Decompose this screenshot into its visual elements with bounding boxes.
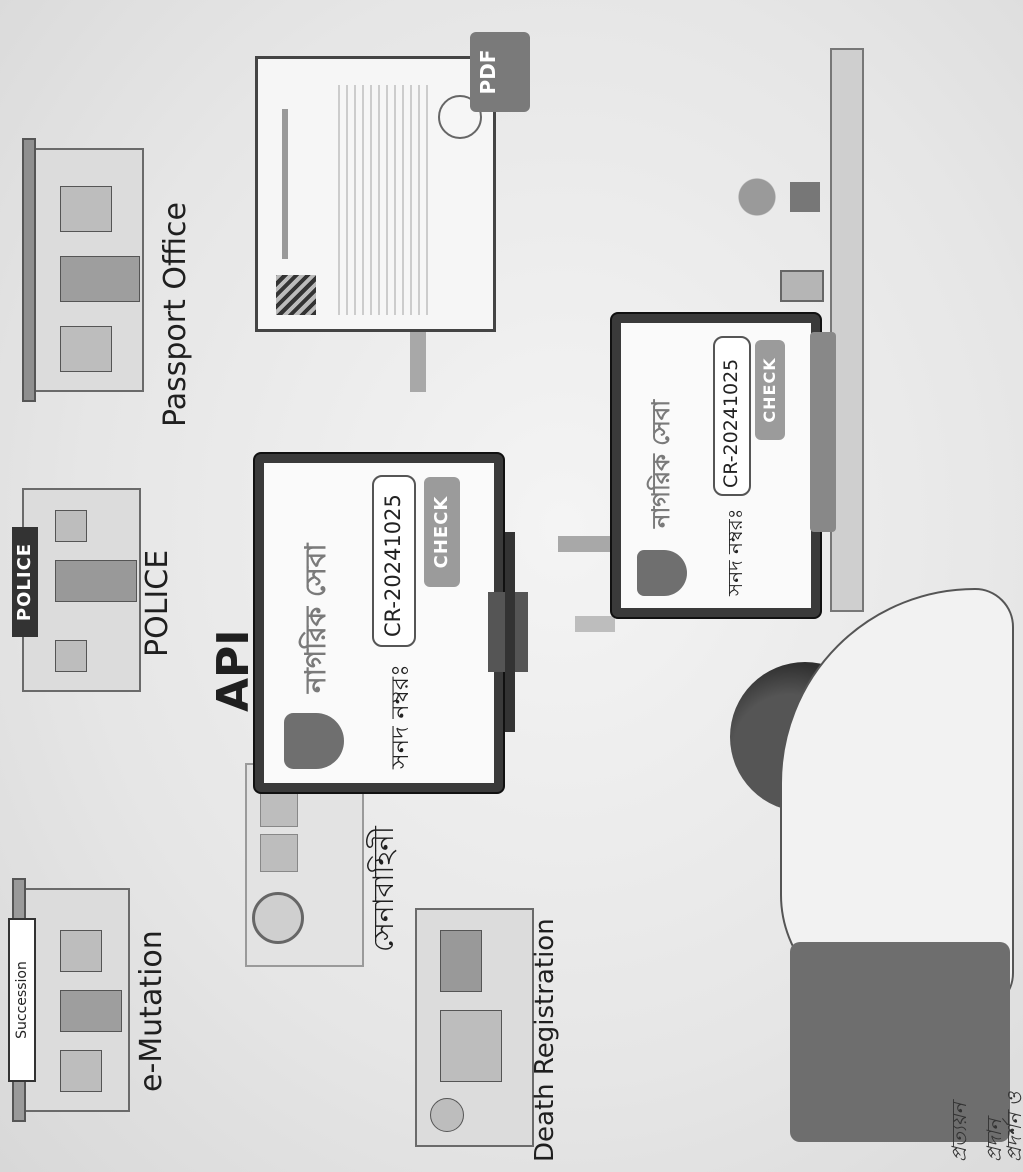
main-monitor-base bbox=[505, 532, 515, 732]
keyboard bbox=[810, 332, 836, 532]
user-shield-check-icon bbox=[637, 550, 687, 596]
pdf-badge: PDF bbox=[476, 32, 500, 112]
qr-code-icon bbox=[276, 275, 316, 315]
user-monitor: নাগরিক সেবা সনদ নম্বরঃ CR-20241025 CHECK bbox=[612, 314, 820, 617]
main-monitor: নাগরিক সেবা সনদ নম্বরঃ CR-20241025 CHECK bbox=[255, 454, 503, 792]
army-emblem-icon bbox=[252, 892, 304, 944]
police-caption: POLICE bbox=[140, 550, 175, 657]
pdf-download-icon[interactable]: PDF bbox=[470, 32, 530, 112]
main-monitor-check-button[interactable]: CHECK bbox=[424, 477, 460, 587]
e-mutation-caption: e-Mutation bbox=[134, 930, 169, 1092]
api-label: API bbox=[208, 629, 259, 712]
main-monitor-field-label: সনদ নম্বরঃ bbox=[382, 664, 422, 769]
certificate-document bbox=[255, 56, 496, 332]
passport-caption: Passport Office bbox=[158, 202, 193, 427]
user-monitor-check-button[interactable]: CHECK bbox=[755, 340, 785, 440]
army-caption: সেনাবাহিনী bbox=[362, 826, 409, 952]
user-monitor-field[interactable]: CR-20241025 bbox=[713, 336, 751, 496]
user-monitor-field-value: CR-20241025 bbox=[720, 359, 742, 488]
margin-note-1: প্রত্যয়ন bbox=[945, 1103, 978, 1162]
succession-sign: Succession bbox=[8, 918, 36, 1082]
shield-check-icon bbox=[284, 713, 344, 769]
main-monitor-title: নাগরিক সেবা bbox=[294, 544, 341, 694]
arrow-from-user-monitor bbox=[575, 616, 615, 632]
main-monitor-field[interactable]: CR-20241025 bbox=[372, 475, 416, 647]
margin-note-3: প্রদর্শন ও bbox=[1000, 1092, 1023, 1162]
plant-icon bbox=[730, 172, 820, 222]
pen-holder-icon bbox=[780, 270, 824, 302]
arrow-to-document bbox=[410, 332, 426, 392]
death-registration-caption: Death Registration bbox=[530, 918, 560, 1162]
user-monitor-title: নাগরিক সেবা bbox=[643, 400, 683, 528]
police-sign: POLICE bbox=[12, 527, 38, 637]
arrow-to-user-monitor bbox=[558, 536, 618, 552]
user-monitor-field-label: সনদ নম্বরঃ bbox=[721, 509, 754, 596]
main-monitor-field-value: CR-20241025 bbox=[381, 494, 405, 637]
